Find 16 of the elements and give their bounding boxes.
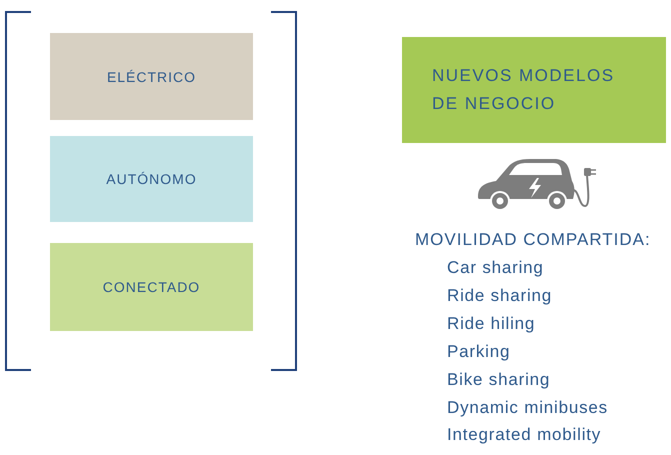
- category-label: AUTÓNOMO: [106, 171, 197, 187]
- category-label: ELÉCTRICO: [106, 68, 196, 84]
- heading-text: NUEVOS MODELOS DE NEGOCIO: [432, 65, 616, 115]
- heading-panel: [402, 37, 666, 143]
- list-item: Integrated mobility: [447, 424, 602, 446]
- list-item: Car sharing: [447, 257, 544, 279]
- category-panel: [50, 33, 253, 120]
- category-panel: [50, 243, 253, 331]
- category-panel: [50, 136, 253, 222]
- category-label: CONECTADO: [102, 279, 200, 295]
- list-item: Ride sharing: [447, 284, 552, 307]
- list-item: Bike sharing: [447, 368, 550, 391]
- list-heading: MOVILIDAD COMPARTIDA:: [415, 229, 651, 251]
- list-item: Dynamic minibuses: [447, 396, 608, 418]
- list-item: Parking: [447, 340, 510, 363]
- list-item: Ride hiling: [447, 312, 536, 335]
